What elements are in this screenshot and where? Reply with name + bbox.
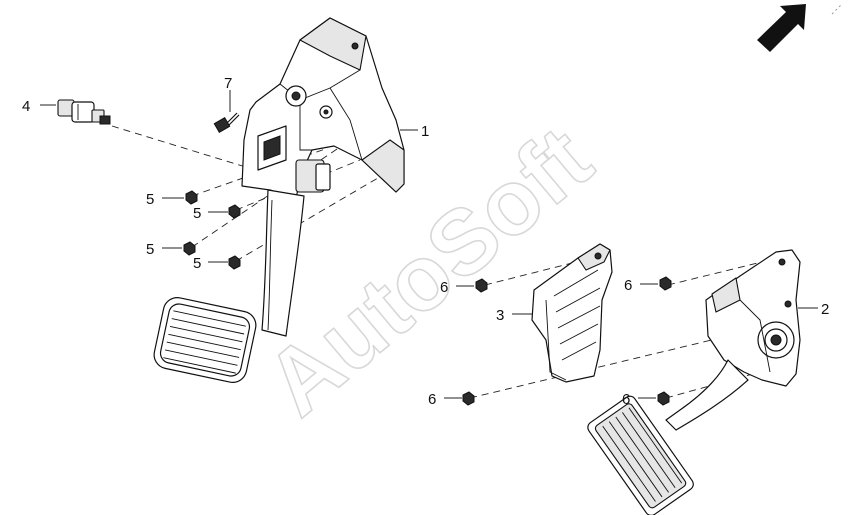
callout-6: 6 (428, 391, 436, 408)
bolt (213, 112, 240, 134)
callout-7: 7 (224, 75, 232, 92)
callout-6: 6 (440, 279, 448, 296)
callout-5: 5 (193, 255, 201, 272)
brake-pedal-assembly (153, 17, 405, 383)
callout-3: 3 (496, 307, 504, 324)
callout-5: 5 (193, 205, 201, 222)
brake-light-switch (57, 99, 111, 125)
nuts-5 (183, 190, 241, 270)
callout-2: 2 (821, 301, 829, 318)
callout-4: 4 (22, 98, 30, 115)
arrow-up-right-icon (757, 3, 843, 52)
callout-5: 5 (146, 241, 154, 258)
callout-6: 6 (622, 391, 630, 408)
accelerator-pedal (587, 249, 801, 515)
callout-leaders (40, 90, 818, 399)
nuts-6 (462, 276, 672, 406)
pedal-bracket (531, 243, 613, 383)
callout-1: 1 (421, 123, 429, 140)
callout-6: 6 (624, 277, 632, 294)
callout-5: 5 (146, 191, 154, 208)
